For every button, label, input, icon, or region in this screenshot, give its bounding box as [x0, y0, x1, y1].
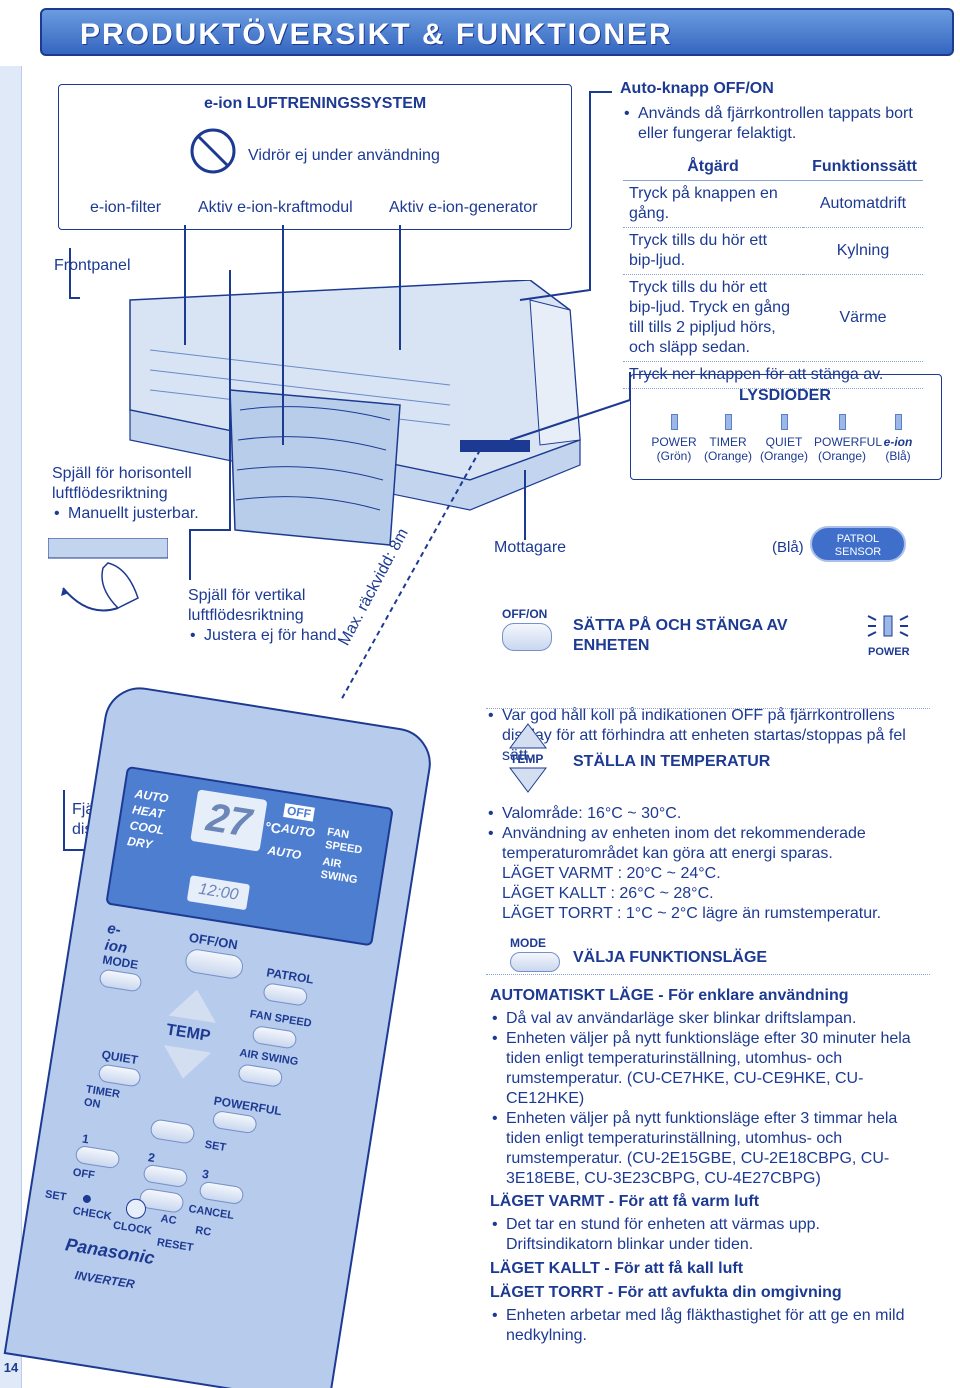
page-title: PRODUKTÖVERSIKT & FUNKTIONER [40, 8, 954, 56]
mode-content: AUTOMATISKT LÄGE - För enklare användnin… [490, 986, 930, 1346]
eion-generator-label: Aktiv e-ion-generator [389, 199, 538, 216]
led-box [630, 374, 942, 480]
temp-title: STÄLLA IN TEMPERATUR [573, 753, 771, 770]
divider [486, 708, 930, 709]
ac-label: AC [159, 1212, 178, 1228]
receiver-label: Mottagare [494, 539, 567, 556]
power-led-label: POWER [868, 646, 910, 658]
eion-box [58, 84, 572, 230]
temp-button-label: TEMP [510, 752, 544, 766]
patrol-color-label: (Blå) [772, 539, 804, 556]
eion-warning: Vidrör ej under användning [248, 147, 440, 164]
indoor-unit-illustration [129, 280, 581, 546]
no-touch-icon [190, 128, 236, 174]
auto-button-note: Används då fjärrkontrollen tappats bort … [622, 104, 927, 144]
led-quiet: QUIET(Orange) [758, 414, 810, 463]
offon-button-icon: OFF/ON [502, 607, 558, 651]
table-row: Tryck på knappen en gång.Automatdrift [623, 181, 923, 228]
led-eion: e-ion(Blå) [874, 414, 922, 463]
side-margin [0, 66, 22, 1388]
patrol-sensor-badge: PATROL SENSOR [810, 526, 906, 562]
led-powerful: POWERFUL(Orange) [814, 414, 882, 463]
onoff-note: Var god håll koll på indikationen OFF på… [486, 706, 931, 766]
led-timer: TIMER(Orange) [702, 414, 754, 463]
horizontal-louver-label: Spjäll för horisontell luftflödesriktnin… [52, 464, 199, 524]
eion-power-module-label: Aktiv e-ion-kraftmodul [198, 199, 353, 216]
mode-button-icon: MODE [510, 936, 560, 972]
power-led-icon [867, 615, 909, 637]
temp-content: Valområde: 16°C ~ 30°C. Användning av en… [486, 804, 926, 924]
divider [486, 974, 930, 975]
onoff-title: SÄTTA PÅ OCH STÄNGA AV ENHETEN [573, 617, 788, 654]
eion-filter-label: e-ion-filter [90, 199, 162, 216]
mode-title: VÄLJA FUNKTIONSLÄGE [573, 949, 768, 966]
led-title: LYSDIODER [739, 387, 831, 404]
led-power: POWER(Grön) [650, 414, 698, 463]
col-action: Åtgärd [623, 154, 803, 181]
page-number: 14 [3, 1360, 19, 1375]
temp-buttons-icon [509, 723, 547, 793]
frontpanel-label: Frontpanel [54, 257, 131, 274]
vertical-louver-label: Spjäll för vertikal luftflödesriktning J… [188, 586, 341, 646]
hand-adjust-icon [48, 538, 168, 612]
table-row: Tryck tills du hör ett bip-ljud. Tryck e… [623, 275, 923, 362]
eion-title: e-ion LUFTRENINGSSYSTEM [204, 95, 427, 112]
temp-display: 27 [190, 789, 268, 852]
table-row: Tryck tills du hör ett bip-ljud.Kylning [623, 228, 923, 275]
led-list: POWER(Grön) TIMER(Orange) QUIET(Orange) … [650, 414, 940, 463]
auto-button-title: Auto-knapp OFF/ON [620, 80, 774, 97]
col-mode: Funktionssätt [803, 154, 923, 181]
leader-lines [69, 91, 631, 700]
rc-label: RC [194, 1224, 212, 1239]
